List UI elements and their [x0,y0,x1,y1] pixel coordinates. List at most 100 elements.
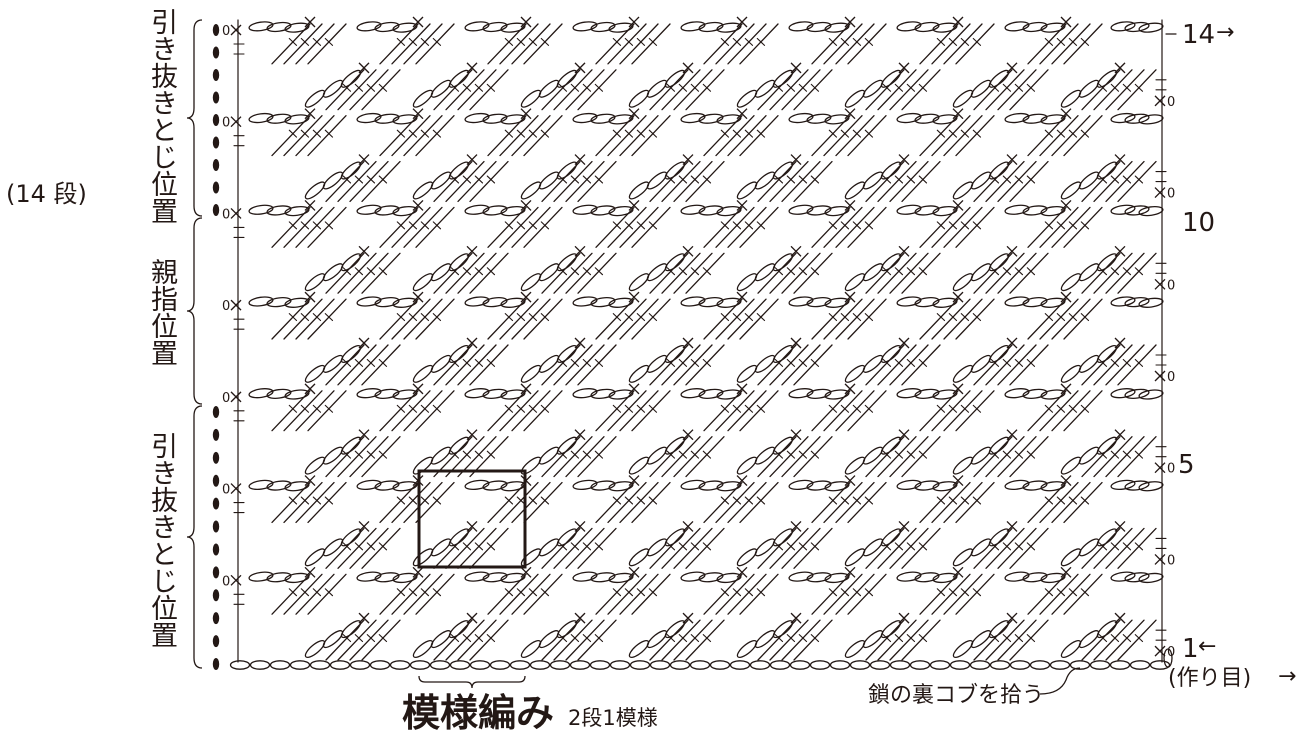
double-crochet-stitch [361,69,401,111]
double-crochet-bar [648,221,658,230]
double-crochet-bar [1068,404,1078,413]
double-crochet-stitch [577,527,617,569]
double-crochet-bar [810,634,820,643]
double-crochet-stitch [337,436,377,478]
double-crochet-bar [528,496,538,505]
single-crochet-x [358,612,370,624]
single-crochet-x [574,245,586,257]
single-crochet-x [1114,62,1126,74]
double-crochet-bar [882,542,892,551]
double-crochet-bar [882,358,892,367]
double-crochet-stitch [955,481,995,524]
double-crochet-bar [1098,175,1108,184]
double-crochet-stitch [901,160,941,203]
double-crochet-stitch [271,573,311,615]
double-crochet-bar [1026,267,1036,276]
single-crochet-x [520,383,532,395]
foundation-chain-loop [709,660,731,670]
slip-stitch-dot [212,566,220,579]
double-crochet-bar [420,496,430,505]
double-crochet-bar [1002,542,1012,551]
foundation-chain-loop [1009,660,1031,670]
double-crochet-bar [342,634,352,643]
double-crochet-stitch [781,252,821,294]
chain-stitch-loop [970,79,992,98]
double-crochet-stitch [685,436,725,478]
double-crochet-stitch [511,390,551,432]
double-crochet-stitch [703,481,743,524]
double-crochet-bar [1002,83,1012,92]
double-crochet-stitch [889,436,929,478]
double-crochet-stitch [487,481,527,524]
single-crochet-x [304,566,316,578]
double-crochet-bar [882,634,892,643]
double-crochet-stitch [1051,115,1091,157]
double-crochet-stitch [1051,206,1091,248]
double-crochet-stitch [847,481,887,524]
double-crochet-stitch [649,619,689,661]
double-crochet-bar [828,496,838,505]
double-crochet-bar [648,588,658,597]
chain-stitch-loop [430,446,452,465]
slip-stitch-dot [212,474,220,487]
double-crochet-stitch [577,160,617,203]
double-crochet-stitch [793,69,833,111]
double-crochet-bar [894,83,904,92]
double-crochet-bar [312,129,322,138]
double-crochet-bar [690,634,700,643]
chain-stitch-loop [628,548,650,567]
double-crochet-bar [324,221,334,230]
double-crochet-bar [450,634,460,643]
double-crochet-stitch [811,573,851,615]
double-crochet-bar [798,267,808,276]
double-crochet-stitch [649,344,689,386]
double-crochet-bar [624,588,634,597]
double-crochet-stitch [793,160,833,203]
double-crochet-stitch [685,69,725,111]
double-crochet-bar [366,175,376,184]
double-crochet-bar [474,83,484,92]
row-number-14: 14 [1182,20,1216,50]
double-crochet-bar [624,37,634,46]
chain-stitch-loop [1138,22,1164,33]
double-crochet-stitch [649,69,689,111]
double-crochet-stitch [835,206,875,248]
double-crochet-stitch [757,527,797,569]
double-crochet-stitch [973,344,1013,386]
chain-stitch-loop [538,171,560,190]
double-crochet-stitch [499,481,539,524]
chain-stitch-loop [412,548,434,567]
chain-stitch-loop [628,640,650,659]
double-crochet-stitch [781,436,821,478]
double-crochet-bar [840,313,850,322]
double-crochet-bar [300,496,310,505]
double-crochet-stitch [271,481,311,524]
double-crochet-bar [582,267,592,276]
foundation-chain-loop [569,660,591,670]
double-crochet-bar [1122,83,1132,92]
chain-stitch-loop [862,538,884,557]
double-crochet-bar [378,450,388,459]
chain-stitch-loop [1060,364,1082,383]
double-crochet-stitch [1009,344,1049,386]
double-crochet-bar [624,221,634,230]
row-number-1: 1 [1182,634,1199,664]
double-crochet-bar [1002,358,1012,367]
double-crochet-bar [798,450,808,459]
double-crochet-bar [312,313,322,322]
double-crochet-bar [486,83,496,92]
double-crochet-stitch [931,573,971,615]
double-crochet-stitch [511,23,551,65]
double-crochet-stitch [811,481,851,524]
double-crochet-bar [744,37,754,46]
double-crochet-bar [744,588,754,597]
double-crochet-stitch [661,436,701,478]
double-crochet-stitch [739,115,779,157]
slip-stitch-dot [212,658,220,670]
double-crochet-bar [636,129,646,138]
double-crochet-stitch [985,252,1025,294]
double-crochet-stitch [415,23,455,65]
double-crochet-bar [648,37,658,46]
double-crochet-stitch [1105,69,1145,111]
double-crochet-stitch [307,23,347,65]
